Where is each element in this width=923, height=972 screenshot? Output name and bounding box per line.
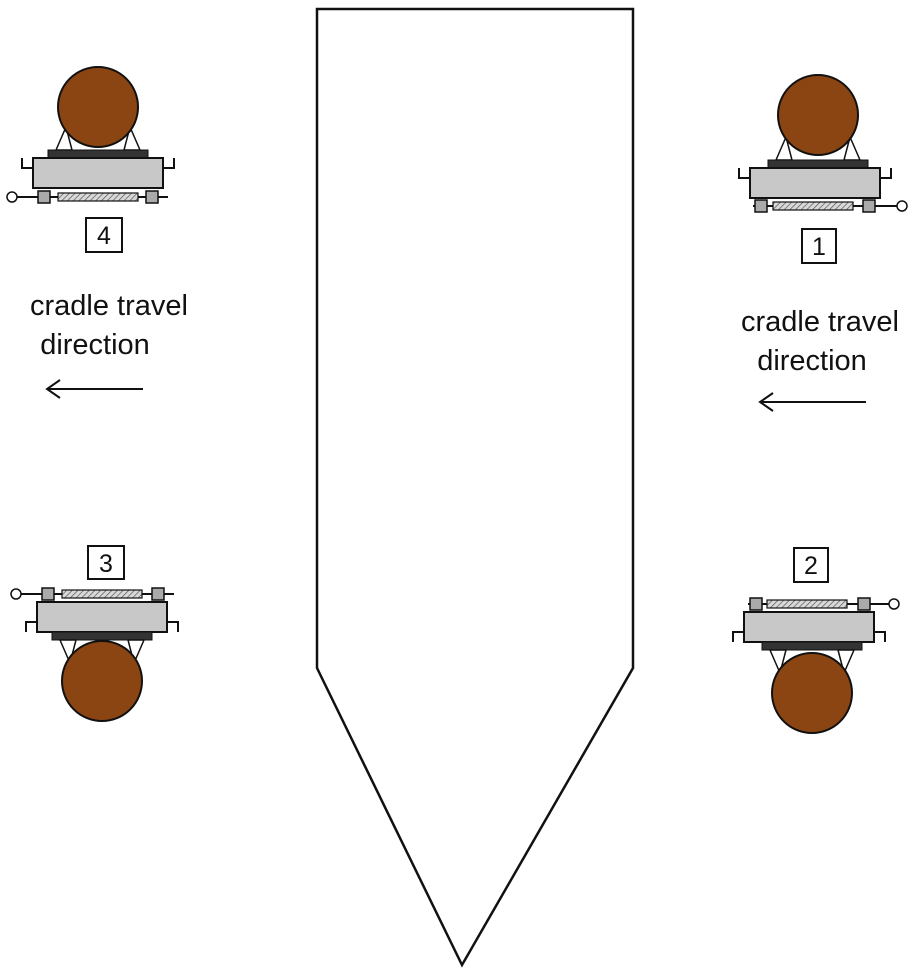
cradle-4-number: 4 — [97, 222, 111, 250]
cradle-2-number-box — [793, 547, 829, 583]
spring — [772, 201, 854, 211]
left-caption-line1: cradle travel — [30, 290, 188, 322]
cradle-4-number-box — [85, 217, 123, 253]
right-travel-arrow — [758, 392, 866, 412]
cradle-1-number: 1 — [812, 233, 826, 261]
pipe-section — [57, 66, 139, 148]
pipe-section — [771, 652, 853, 734]
spring — [61, 589, 143, 599]
cradle-2-assembly — [732, 597, 900, 734]
right-caption-line1: cradle travel — [741, 306, 899, 338]
pipe-section — [61, 640, 143, 722]
pipe-section — [777, 74, 859, 156]
cradle-3-assembly — [10, 587, 179, 722]
left-travel-arrow — [45, 379, 143, 399]
cradle-2 — [732, 597, 900, 734]
cradle-1-assembly — [738, 74, 908, 213]
spring — [57, 192, 139, 202]
cradle-3-number: 3 — [99, 550, 113, 578]
hull-outline — [315, 7, 635, 968]
cradle-base — [743, 611, 875, 643]
spring — [766, 599, 848, 609]
cradle-4-assembly — [6, 66, 175, 204]
cradle-base — [32, 157, 164, 189]
cradle-base — [749, 167, 881, 199]
cradle-3-number-box — [87, 545, 125, 580]
right-caption-line2: direction — [757, 345, 867, 377]
left-caption-line2: direction — [40, 329, 150, 361]
cradle-3 — [10, 587, 179, 722]
cradle-1 — [738, 74, 908, 213]
cradle-1-number-box — [801, 228, 837, 264]
cradle-base — [36, 601, 168, 633]
cradle-4 — [6, 66, 175, 204]
cradle-2-number: 2 — [804, 552, 818, 580]
